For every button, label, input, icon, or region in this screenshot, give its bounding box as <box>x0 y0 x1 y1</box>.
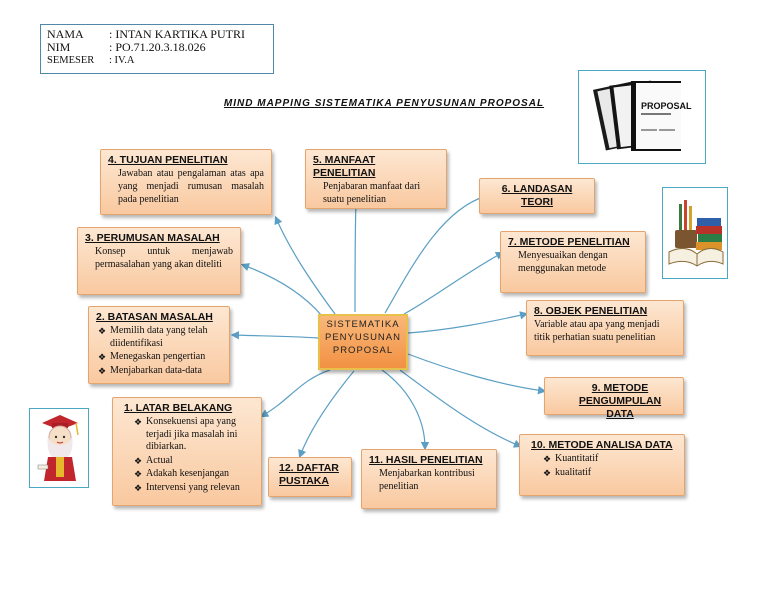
n1-list: ❖Konsekuensi apa yang terjadi jika masal… <box>120 416 254 494</box>
list-item: ❖Kuantitatif <box>543 453 599 464</box>
node-manfaat-penelitian: 5. MANFAAT PENELITIAN Penjabaran manfaat… <box>305 149 447 209</box>
list-item: ❖Actual <box>134 454 173 466</box>
arrow-to-n6 <box>384 193 489 314</box>
arrow-to-n5 <box>351 197 361 313</box>
proposal-books-icon: PROPOSAL <box>592 80 692 151</box>
node-metode-pengumpulan-data: 9. METODE PENGUMPULAN DATA <box>544 377 684 420</box>
arrow-to-n12 <box>298 370 355 459</box>
books-image-frame <box>662 187 728 279</box>
node-tujuan-penelitian: 4. TUJUAN PENELITIAN Jawaban atau pengal… <box>100 149 272 215</box>
student-info-box: NAMA : INTAN KARTIKA PUTRI NIM : PO.71.2… <box>40 24 274 74</box>
arrow-to-n9 <box>407 353 547 395</box>
graduate-image-frame <box>29 408 89 488</box>
arrow-to-n11 <box>381 369 430 451</box>
node-batasan-masalah: 2. BATASAN MASALAH ❖Memilih data yang te… <box>88 306 230 384</box>
proposal-image-frame: PROPOSAL <box>578 70 706 164</box>
list-item: ❖Menegaskan pengertian <box>98 351 206 362</box>
arrow-to-n3 <box>240 263 323 317</box>
arrow-to-n2 <box>230 331 319 340</box>
n10-list: ❖Kuantitatif ❖kualitatif <box>527 453 677 479</box>
node-perumusan-masalah: 3. PERUMUSAN MASALAH Konsep untuk menjaw… <box>77 227 241 295</box>
node-landasan-teori: 6. LANDASAN TEORI <box>479 178 595 214</box>
arrow-to-n10 <box>399 369 523 448</box>
arrow-to-n4 <box>274 215 336 315</box>
node-latar-belakang: 1. LATAR BELAKANG ❖Konsekuensi apa yang … <box>112 397 262 506</box>
arrow-to-n7 <box>403 251 505 315</box>
central-topic: SISTEMATIKA PENYUSUNAN PROPOSAL <box>318 314 408 370</box>
graduate-girl-icon <box>37 415 79 481</box>
n2-list: ❖Memilih data yang telah diidentifikasi … <box>96 325 222 377</box>
node-metode-penelitian: 7. METODE PENELITIAN Menyesuaikan dengan… <box>500 231 646 293</box>
list-item: ❖Adakah kesenjangan <box>134 468 230 479</box>
page-title: MIND MAPPING SISTEMATIKA PENYUSUNAN PROP… <box>223 98 545 109</box>
list-item: ❖Konsekuensi apa yang terjadi jika masal… <box>134 416 238 452</box>
info-row-semester: SEMESER : IV.A <box>47 55 135 66</box>
node-metode-analisa-data: 10. METODE ANALISA DATA ❖Kuantitatif ❖ku… <box>519 434 685 496</box>
arrow-to-n8 <box>407 311 529 334</box>
node-objek-penelitian: 8. OBJEK PENELITIAN Variable atau apa ya… <box>526 300 684 356</box>
books-pencils-icon <box>668 200 724 267</box>
list-item: ❖Menjabarkan data-data <box>98 364 202 376</box>
arrow-to-n1 <box>259 369 331 418</box>
info-row-nim: NIM : PO.71.20.3.18.026 <box>47 40 206 54</box>
node-hasil-penelitian: 11. HASIL PENELITIAN Menjabarkan kontrib… <box>361 449 497 509</box>
proposal-cover-word: PROPOSAL <box>641 101 692 111</box>
info-row-name: NAMA : INTAN KARTIKA PUTRI <box>47 27 245 41</box>
list-item: ❖kualitatif <box>543 466 592 478</box>
list-item: ❖Intervensi yang relevan <box>134 481 240 493</box>
node-daftar-pustaka: 12. DAFTAR PUSTAKA <box>268 457 352 497</box>
list-item: ❖Memilih data yang telah diidentifikasi <box>98 325 208 349</box>
